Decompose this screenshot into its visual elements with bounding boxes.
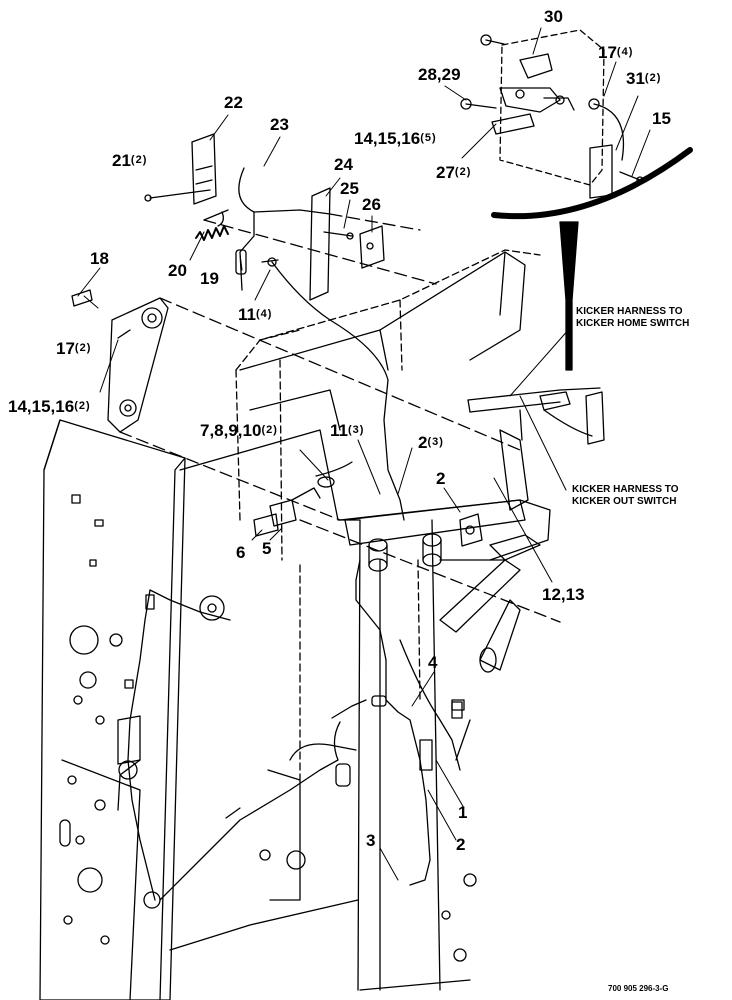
item-18-clip: [72, 290, 92, 306]
callout-21-qty2: 21(2): [112, 151, 148, 170]
callout-14-15-16-qty2: 14,15,16(2): [8, 397, 91, 416]
callout-11-qty4: 11(4): [238, 305, 273, 324]
detail-arc: [494, 150, 690, 216]
note-home-switch: KICKER HARNESS TO KICKER HOME SWITCH: [576, 306, 689, 330]
callout-31-qty2: 31(2): [626, 69, 662, 88]
harness-bracket-assembly: [145, 134, 384, 300]
callout-18: 18: [90, 249, 109, 268]
note-out-switch: KICKER HARNESS TO KICKER OUT SWITCH: [572, 484, 679, 508]
left-side-panel: [40, 420, 185, 1000]
note-out-switch-line1: KICKER HARNESS TO: [572, 484, 679, 495]
callout-4: 4: [428, 653, 438, 672]
callout-26: 26: [362, 195, 381, 214]
callout-6: 6: [236, 543, 246, 562]
callout-25: 25: [340, 179, 359, 198]
spring: [196, 226, 228, 240]
wire-harness: [118, 262, 470, 908]
callout-19: 19: [200, 269, 219, 288]
callout-7-8-9-10-qty2: 7,8,9,10(2): [200, 421, 278, 440]
callout-24: 24: [334, 155, 353, 174]
kicker-shaft: [468, 388, 600, 510]
callout-11-qty3: 11(3): [330, 421, 365, 440]
leader-lines: [78, 28, 650, 880]
callout-3: 3: [366, 831, 376, 850]
pivot-arm: [108, 298, 168, 432]
callout-27-qty2: 27(2): [436, 163, 472, 182]
callout-22: 22: [224, 93, 243, 112]
callout-2-bottom: 2: [456, 835, 466, 854]
alignment-lines: [120, 214, 560, 622]
callout-28-29: 28,29: [418, 65, 461, 84]
callout-23: 23: [270, 115, 289, 134]
kicker-switch-bracket: [540, 392, 604, 444]
callout-17-qty2: 17(2): [56, 339, 92, 358]
callout-15: 15: [652, 109, 671, 128]
note-home-switch-line2: KICKER HOME SWITCH: [576, 318, 690, 329]
switch-bracket-detail: [461, 30, 643, 198]
callout-12-13: 12,13: [542, 585, 585, 604]
switch-5-6: [254, 462, 352, 536]
callout-2-top: 2: [436, 469, 446, 488]
callout-17-qty4: 17(4): [598, 43, 634, 62]
detail-arrow: [560, 222, 578, 370]
callout-20: 20: [168, 261, 187, 280]
callout-14-15-16-qty5: 14,15,16(5): [354, 129, 437, 148]
callout-1: 1: [458, 803, 468, 822]
note-home-switch-line1: KICKER HARNESS TO: [576, 306, 683, 317]
center-frame: [236, 250, 540, 780]
document-number: 700 905 296-3-G: [608, 984, 669, 993]
main-frame: [170, 252, 550, 990]
callout-30: 30: [544, 7, 563, 26]
callout-2-qty3: 2(3): [418, 433, 444, 452]
callout-5: 5: [262, 539, 272, 558]
kicker-assembly: [345, 500, 540, 672]
note-out-switch-line2: KICKER OUT SWITCH: [572, 496, 677, 507]
